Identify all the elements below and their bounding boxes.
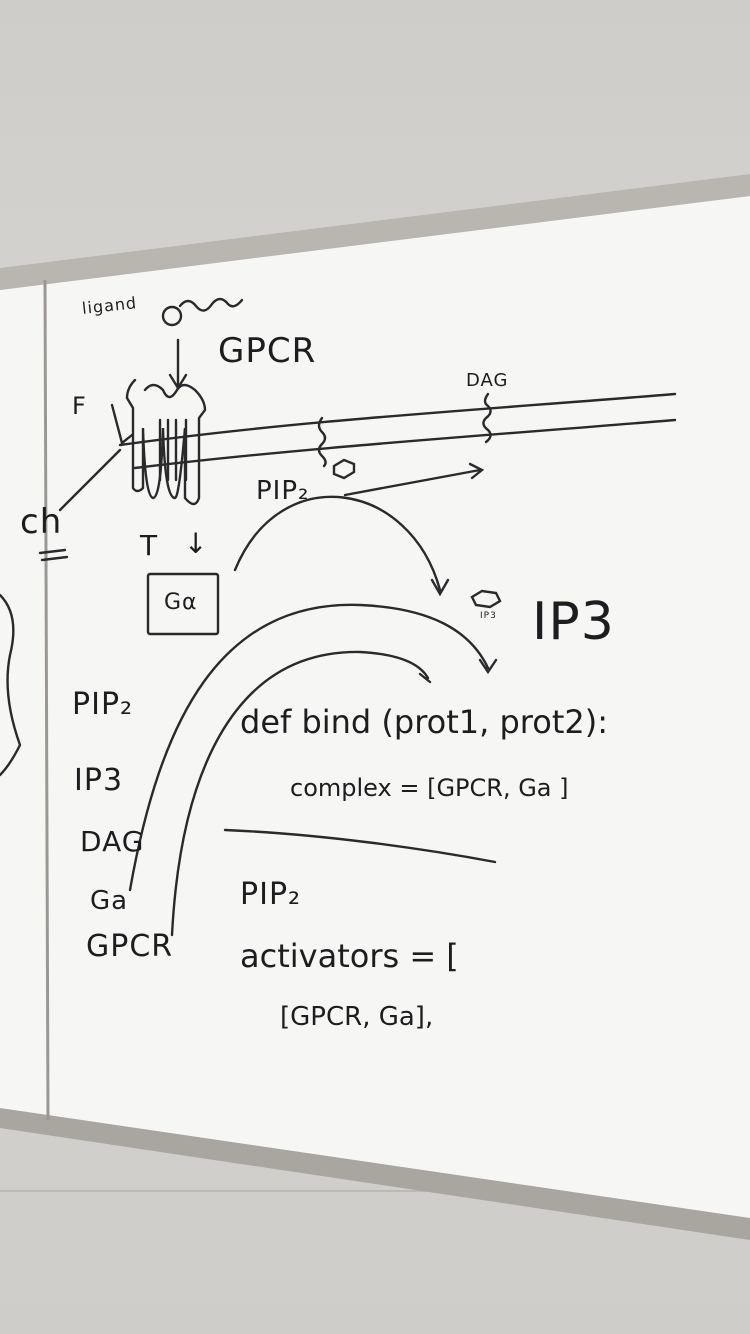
g-alpha-box-frame [146, 572, 220, 636]
code-def-line: def bind (prot1, prot2): [240, 703, 608, 741]
list-item-ga: Ga [90, 886, 129, 916]
code-pip2-line: PIP₂ [240, 877, 302, 912]
list-item-pip2: PIP₂ [72, 687, 134, 722]
arrow-arc-ip3 [233, 495, 450, 597]
dag-squiggle [482, 392, 492, 444]
whiteboard-top-frame [0, 174, 750, 290]
left-edge-scribble [0, 593, 22, 777]
down-arrow-glyph: ↓ [184, 527, 209, 560]
membrane-line-1 [118, 392, 677, 447]
ch-label: ch [20, 502, 63, 542]
receptor-helices [158, 418, 188, 482]
whiteboard-left-frame [43, 279, 50, 1121]
membrane-line-2 [133, 418, 677, 470]
curve-ga-to-def [128, 603, 498, 892]
f-tick [110, 403, 134, 446]
whiteboard-surface [0, 196, 750, 1226]
ip3-hexagon [470, 589, 502, 609]
ligand-circle [161, 305, 183, 327]
arrow-to-dag [343, 462, 485, 497]
ip3-big-label: IP3 [532, 592, 615, 652]
t-label: T [140, 529, 159, 562]
pip2-squiggle [317, 416, 327, 468]
list-item-ip3: IP3 [74, 763, 124, 798]
receptor-label: GPCR [218, 331, 317, 371]
g-alpha-box-label: Gα [164, 590, 198, 615]
code-activators-line: activators = [ [240, 937, 459, 975]
wall-seam [0, 1190, 750, 1192]
ch-dashes [38, 548, 69, 562]
dag-top-label: DAG [466, 370, 509, 391]
whiteboard-bottom-frame [0, 1108, 750, 1240]
ligand-tail [178, 297, 244, 312]
receptor-shape [125, 378, 207, 506]
pip2-hexagon [332, 458, 356, 480]
f-label: F [72, 392, 87, 420]
curve-gpcr-to-def [170, 650, 432, 937]
ip3-small-label: IP3 [480, 611, 497, 621]
pip2-top-label: PIP₂ [256, 476, 310, 506]
ch-line [58, 448, 122, 512]
code-complex-line: complex = [GPCR, Ga ] [290, 774, 569, 802]
code-underline [223, 828, 497, 864]
diagram-strokes [0, 297, 677, 937]
list-item-dag: DAG [80, 825, 145, 858]
code-pair-line: [GPCR, Ga], [280, 1002, 434, 1032]
list-item-gpcr: GPCR [86, 929, 174, 964]
